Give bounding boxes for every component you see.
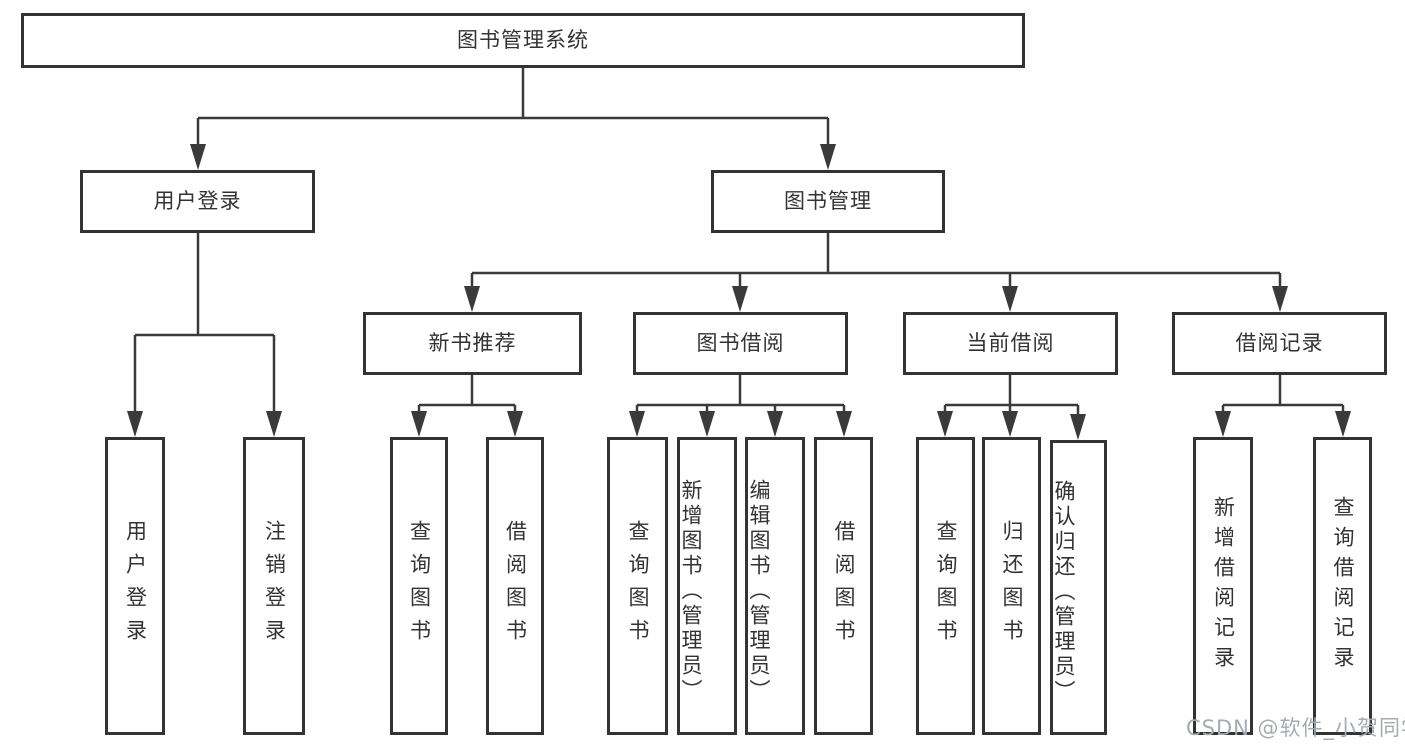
leaf-label: 借阅图书: [503, 520, 528, 652]
node-user-login: 用户登录: [80, 170, 315, 233]
leaf-query-borrow-record: 查询借阅记录: [1313, 437, 1372, 735]
leaf-label: 新增图书（管理员）: [679, 478, 703, 704]
leaf-label: 借阅图书: [832, 520, 856, 652]
node-label: 图书管理: [784, 189, 872, 213]
node-borrow-records: 借阅记录: [1172, 312, 1387, 375]
node-new-book-recommend: 新书推荐: [363, 312, 582, 375]
arrowheads: [127, 144, 1351, 440]
leaf-label: 编辑图书（管理员）: [747, 478, 771, 704]
leaf-label: 查询图书: [626, 520, 650, 652]
node-label: 图书借阅: [696, 331, 785, 355]
node-label: 新书推荐: [428, 331, 517, 355]
node-book-borrowing: 图书借阅: [633, 312, 848, 375]
node-label: 用户登录: [153, 189, 242, 213]
leaf-user-login: 用户登录: [105, 437, 165, 735]
leaf-query-books: 查询图书: [607, 437, 668, 735]
node-library-management-system: 图书管理系统: [21, 13, 1025, 68]
leaf-label: 查询借阅记录: [1331, 496, 1355, 676]
leaf-add-books-admin: 新增图书（管理员）: [677, 437, 737, 735]
node-book-management: 图书管理: [711, 170, 945, 233]
leaf-return-books: 归还图书: [982, 437, 1041, 735]
connector-paths: [133, 68, 1345, 419]
leaf-label: 确认归还（管理员）: [1052, 480, 1076, 705]
leaf-label: 查询图书: [407, 520, 432, 652]
leaf-query-books: 查询图书: [390, 437, 448, 735]
leaf-label: 注销登录: [262, 520, 287, 652]
leaf-label: 用户登录: [123, 520, 148, 652]
leaf-borrow-books: 借阅图书: [486, 437, 544, 735]
leaf-confirm-return-admin: 确认归还（管理员）: [1050, 440, 1107, 735]
node-label: 图书管理系统: [457, 28, 589, 52]
leaf-logout: 注销登录: [243, 437, 305, 735]
leaf-add-borrow-record: 新增借阅记录: [1193, 437, 1253, 735]
csdn-watermark: CSDN @软件_小贺同学: [1186, 716, 1405, 740]
leaf-borrow-books: 借阅图书: [814, 437, 873, 735]
leaf-label: 新增借阅记录: [1211, 496, 1236, 676]
leaf-query-books: 查询图书: [916, 437, 975, 735]
node-label: 借阅记录: [1235, 331, 1324, 355]
leaf-label: 查询图书: [934, 520, 958, 652]
leaf-label: 归还图书: [1000, 520, 1024, 652]
leaf-edit-books-admin: 编辑图书（管理员）: [745, 437, 805, 735]
node-current-borrowing: 当前借阅: [903, 312, 1118, 375]
node-label: 当前借阅: [966, 331, 1055, 355]
